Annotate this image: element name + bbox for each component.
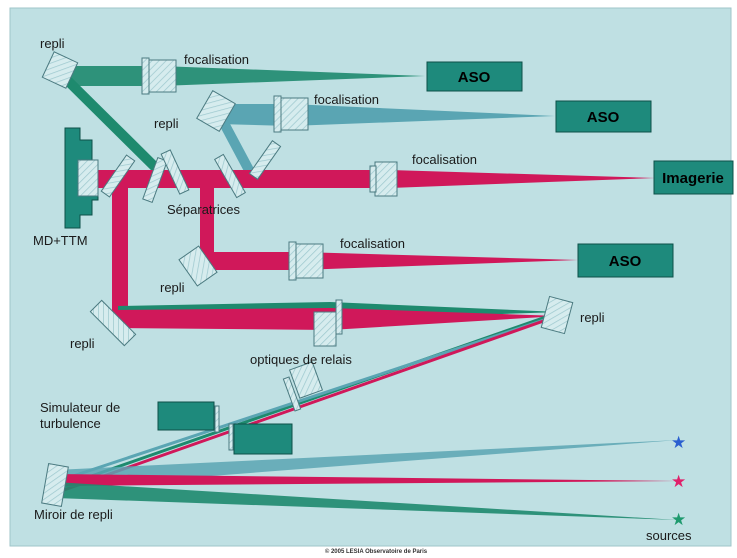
aso-box-2 — [555, 100, 652, 133]
label-optiques-relais: optiques de relais — [250, 352, 352, 367]
focalisation-lens-2-body — [279, 97, 309, 131]
blue-source-star: ★ — [671, 433, 686, 453]
label-focalisation-3: focalisation — [412, 152, 477, 167]
relay-lens-body — [313, 311, 337, 347]
focalisation-lens-4-plate — [288, 241, 297, 281]
source-beam-green — [55, 482, 678, 520]
label-focalisation-2: focalisation — [314, 92, 379, 107]
label-focalisation-4: focalisation — [340, 236, 405, 251]
label-repli-right: repli — [580, 310, 605, 325]
repli-mirror-3 — [178, 245, 218, 287]
relay-diag-lens-body — [288, 361, 324, 399]
aso-box-1-label: ASO — [458, 69, 491, 86]
green-beam-diagonal — [58, 71, 164, 176]
relay-cross-pink — [63, 316, 553, 492]
label-repli-3: repli — [160, 280, 185, 295]
label-separatrices: Séparatrices — [167, 202, 240, 217]
label-miroir-repli: Miroir de repli — [34, 507, 113, 522]
label-repli-2: repli — [154, 116, 179, 131]
aso-box-3 — [577, 243, 674, 278]
relay-lens-plate — [335, 299, 343, 335]
imagerie-box-label: Imagerie — [662, 170, 724, 187]
copyright-notice: © 2005 LESIA Observatoire de Paris — [325, 548, 428, 555]
repli-mirror-top — [41, 51, 79, 89]
focalisation-lens-1-plate — [141, 57, 150, 95]
label-focalisation-1: focalisation — [184, 52, 249, 67]
separatrice-3 — [160, 149, 190, 195]
separatrice-2 — [142, 156, 168, 204]
aso-box-1 — [426, 61, 523, 92]
turbulence-block-2 — [233, 423, 293, 455]
relay-diag-lens-plate — [282, 376, 302, 412]
focalisation-lens-1-body — [147, 59, 177, 93]
green-source-star: ★ — [671, 510, 686, 530]
repli-mirror-right — [540, 295, 574, 335]
aso-box-2-label: ASO — [587, 109, 620, 126]
label-repli-4: repli — [70, 336, 95, 351]
pink-beam-vertical-sep — [200, 180, 214, 270]
label-repli-top: repli — [40, 36, 65, 51]
separatrice-1 — [100, 154, 136, 198]
pink-beam-vertical-left — [112, 180, 128, 320]
aso-box-3-label: ASO — [609, 253, 642, 270]
turbulence-plate-1 — [214, 405, 220, 433]
turbulence-plate-2 — [228, 423, 234, 451]
imagerie-box — [653, 160, 734, 195]
separatrice-4 — [213, 153, 247, 199]
label-md-ttm: MD+TTM — [33, 233, 88, 248]
turbulence-block-1 — [157, 401, 215, 431]
label-simulateur-1: Simulateur de — [40, 400, 120, 415]
relay-cross-blue — [57, 314, 557, 483]
repli-mirror-2 — [196, 89, 236, 133]
separatrice-5 — [248, 140, 282, 180]
repli-mirror-4 — [89, 299, 137, 347]
miroir-de-repli — [41, 462, 69, 508]
label-simulateur-2: turbulence — [40, 416, 101, 431]
label-sources: sources — [646, 528, 692, 543]
focalisation-lens-3-plate — [369, 165, 377, 193]
focalisation-lens-2-plate — [273, 95, 282, 133]
source-beam-pink — [55, 474, 678, 486]
md-ttm-mirror — [77, 159, 99, 197]
pink-source-star: ★ — [671, 472, 686, 492]
focalisation-lens-3-body — [374, 161, 398, 197]
focalisation-lens-4-body — [294, 243, 324, 279]
